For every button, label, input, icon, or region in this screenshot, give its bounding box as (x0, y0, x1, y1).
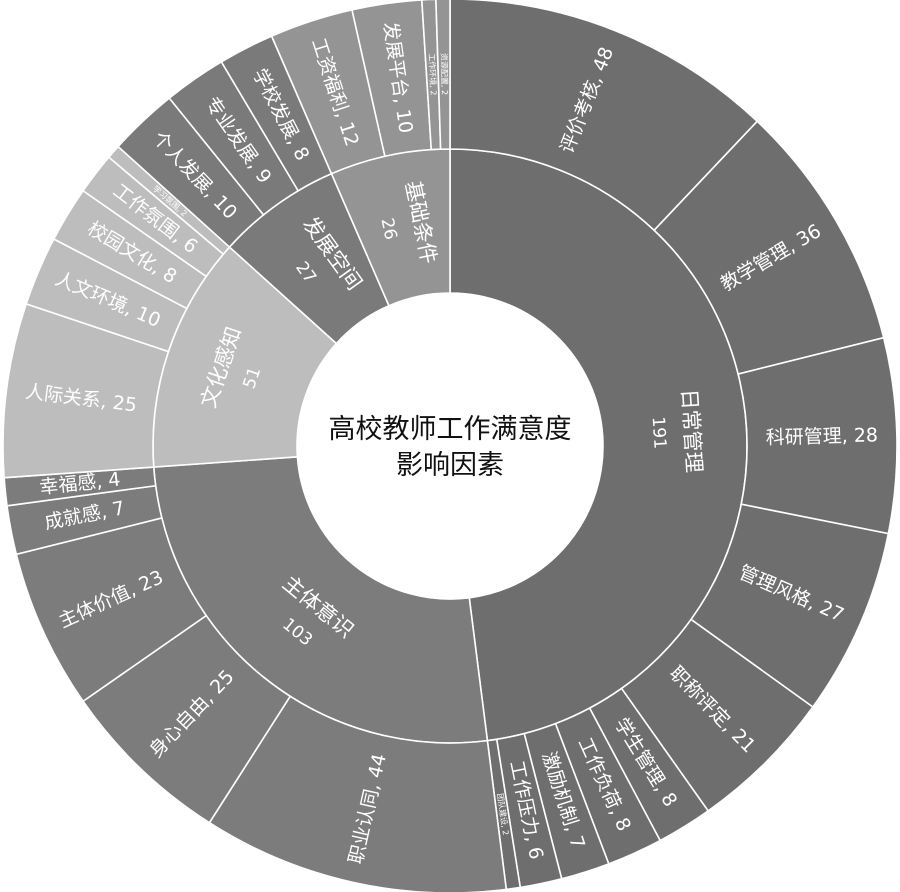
category-0-label: 日常管理 (677, 388, 706, 473)
center-title-line-1: 高校教师工作满意度 (329, 414, 572, 445)
center-title: 高校教师工作满意度 影响因素 (297, 293, 603, 599)
center-hole (297, 293, 603, 599)
category-0-item-2-label: 科研管理, 28 (766, 424, 879, 449)
category-4-value: 26 (377, 216, 401, 241)
center-title-line-2: 影响因素 (396, 450, 504, 481)
category-0-value: 191 (648, 416, 670, 450)
category-4-item-3-label: 资源配置, 2 (439, 53, 450, 95)
category-4-item-2-label: 工作环境, 2 (427, 53, 439, 96)
category-4-item-3-segment (435, 0, 451, 150)
